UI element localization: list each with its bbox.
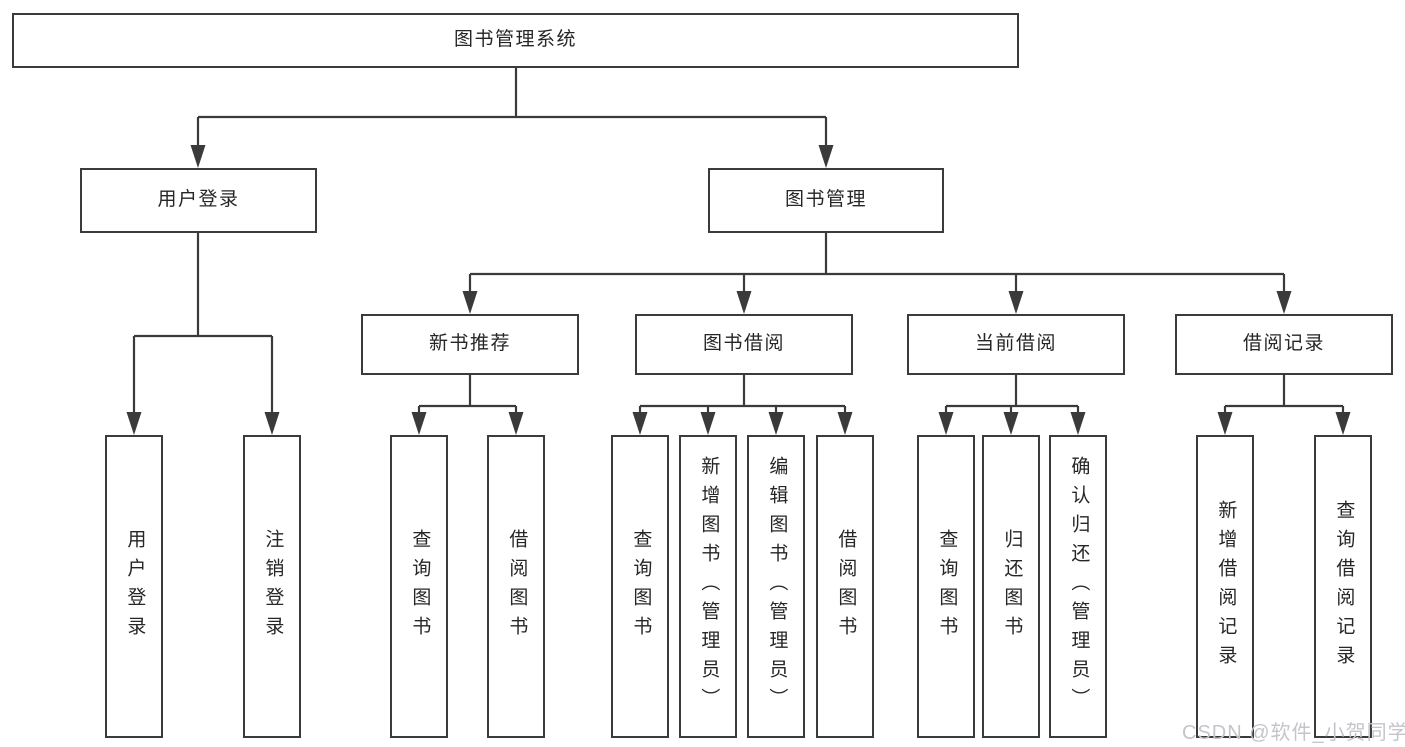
node-new-book-recommend: 新书推荐 xyxy=(361,314,579,375)
node-book-management: 图书管理 xyxy=(708,168,944,233)
node-logout: 注销登录 xyxy=(243,435,301,738)
node-edit-book-admin: 编辑图书（管理员） xyxy=(747,435,805,738)
node-recommend-borrow-book: 借阅图书 xyxy=(487,435,545,738)
node-query-borrow-record: 查询借阅记录 xyxy=(1314,435,1372,738)
csdn-watermark: CSDN @软件_小贺同学 xyxy=(1182,722,1405,744)
node-return-book: 归还图书 xyxy=(982,435,1040,738)
node-borrow-records: 借阅记录 xyxy=(1175,314,1393,375)
node-current-query-book: 查询图书 xyxy=(917,435,975,738)
node-confirm-return-admin: 确认归还（管理员） xyxy=(1049,435,1107,738)
node-current-borrow: 当前借阅 xyxy=(907,314,1125,375)
node-add-book-admin: 新增图书（管理员） xyxy=(679,435,737,738)
node-user-login: 用户登录 xyxy=(80,168,317,233)
node-user-login-action: 用户登录 xyxy=(105,435,163,738)
node-library-management-system: 图书管理系统 xyxy=(12,13,1019,68)
node-book-borrow: 图书借阅 xyxy=(635,314,853,375)
node-recommend-query-book: 查询图书 xyxy=(390,435,448,738)
node-borrow-query-book: 查询图书 xyxy=(611,435,669,738)
node-borrow-book: 借阅图书 xyxy=(816,435,874,738)
node-add-borrow-record: 新增借阅记录 xyxy=(1196,435,1254,738)
arrowheads xyxy=(126,145,1351,435)
